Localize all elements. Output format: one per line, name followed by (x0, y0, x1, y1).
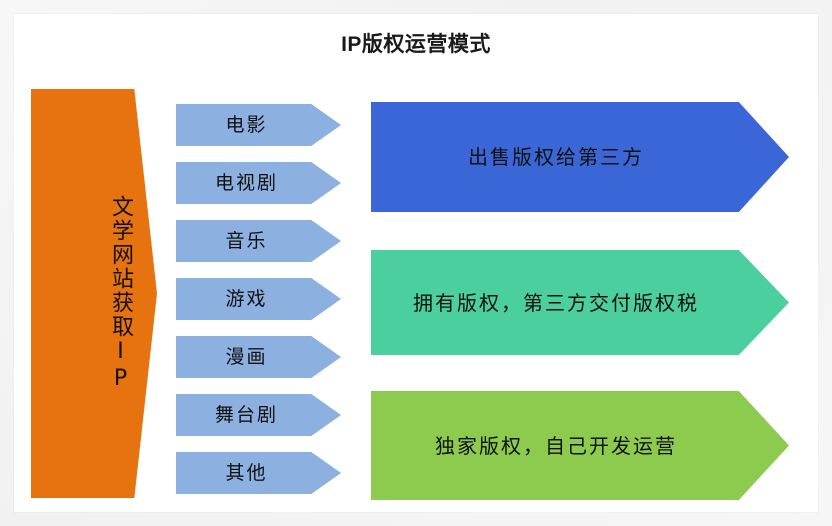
category-label: 舞台剧 (214, 403, 278, 426)
category-label: 游戏 (225, 287, 268, 310)
category-chevron-movie[interactable]: 电影 (176, 104, 341, 146)
outcome-arrow-sell-copyright[interactable]: 出售版权给第三方 (371, 102, 789, 212)
category-label: 其他 (225, 461, 268, 484)
category-label: 电视剧 (214, 171, 278, 194)
category-chevron-stage-play[interactable]: 舞台剧 (176, 394, 341, 436)
outcome-label: 出售版权给第三方 (468, 145, 644, 169)
category-label: 音乐 (225, 229, 268, 252)
source-block-label: 文学网站获取IP (108, 194, 133, 393)
category-chevron-comic[interactable]: 漫画 (176, 336, 341, 378)
outcome-label: 拥有版权，第三方交付版权税 (413, 290, 699, 315)
source-block-literature-site[interactable]: 文学网站获取IP (31, 89, 157, 498)
category-chevron-tv-series[interactable]: 电视剧 (176, 162, 341, 204)
outcome-label: 独家版权，自己开发运营 (435, 433, 677, 458)
category-label: 漫画 (225, 345, 268, 368)
category-chevron-game[interactable]: 游戏 (176, 278, 341, 320)
page-title: IP版权运营模式 (341, 33, 491, 56)
outcome-arrow-license-royalty[interactable]: 拥有版权，第三方交付版权税 (371, 250, 789, 355)
diagram-canvas: IP版权运营模式 文学网站获取IP 电影 电视剧 音乐 游戏 漫画 舞台剧 (14, 14, 818, 512)
category-chevron-music[interactable]: 音乐 (176, 220, 341, 262)
category-label: 电影 (225, 113, 268, 136)
category-chevron-other[interactable]: 其他 (176, 452, 341, 494)
outcome-arrow-self-operate[interactable]: 独家版权，自己开发运营 (371, 391, 789, 500)
